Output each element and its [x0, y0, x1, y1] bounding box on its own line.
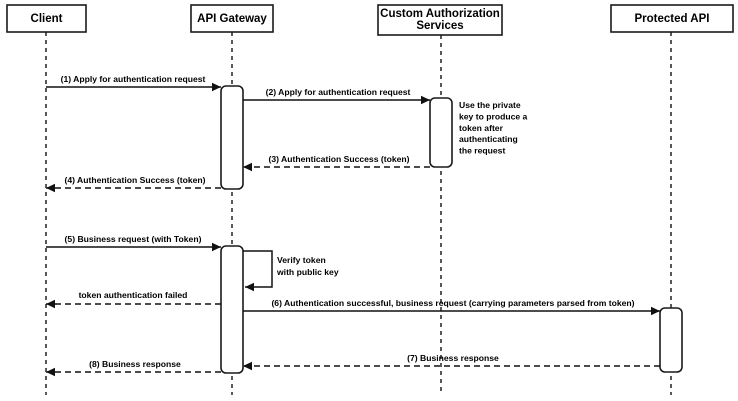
message-label-msg-4: (4) Authentication Success (token) — [64, 175, 205, 185]
message-msg-token-auth-failed[interactable]: token authentication failed — [46, 290, 221, 309]
message-label-msg-8: (8) Business response — [89, 359, 181, 369]
participant-label-custom-authorization-services-line2: Services — [416, 20, 463, 32]
message-label-msg-token-auth-failed: token authentication failed — [79, 290, 188, 300]
message-msg-6[interactable]: (6) Authentication successful, business … — [243, 298, 660, 316]
participant-box-custom-authorization-services — [377, 4, 503, 36]
message-label-msg-5: (5) Business request (with Token) — [65, 234, 202, 244]
messages-layer: (1) Apply for authentication request (2) … — [46, 74, 660, 377]
message-msg-1[interactable]: (1) Apply for authentication request — [46, 74, 221, 92]
activations-layer — [220, 85, 683, 374]
message-msg-7[interactable]: (7) Business response — [243, 353, 660, 371]
self-message-arrowhead-self-msg-verify-token — [245, 282, 254, 292]
self-message-self-msg-verify-token[interactable]: Verify token with public key — [243, 250, 339, 292]
participant-box-protected-api — [610, 4, 734, 33]
message-arrowhead-msg-3 — [243, 162, 252, 172]
message-msg-3[interactable]: (3) Authentication Success (token) — [243, 154, 430, 172]
self-message-label-line2: with public key — [276, 267, 339, 277]
message-arrowhead-msg-2 — [421, 95, 430, 105]
participant-label-custom-authorization-services-line1: Custom Authorization — [380, 8, 500, 20]
self-message-label-line1: Verify token — [277, 255, 326, 265]
message-msg-8[interactable]: (8) Business response — [46, 359, 221, 377]
note-line-3: token after — [459, 123, 504, 133]
message-msg-5[interactable]: (5) Business request (with Token) — [46, 234, 221, 252]
message-msg-4[interactable]: (4) Authentication Success (token) — [46, 175, 221, 193]
message-label-msg-7: (7) Business response — [407, 353, 499, 363]
message-arrowhead-msg-token-auth-failed — [46, 299, 55, 309]
message-arrowhead-msg-7 — [243, 361, 252, 371]
participant-client[interactable]: Client — [6, 4, 87, 33]
note-line-4: authenticating — [459, 134, 518, 144]
self-message-path-self-msg-verify-token — [243, 250, 273, 288]
participant-protected-api[interactable]: Protected API — [610, 4, 734, 33]
note-line-2: key to produce a — [459, 111, 528, 121]
note-line-1: Use the private — [459, 100, 521, 110]
self-messages-layer: Verify token with public key — [243, 250, 339, 292]
message-arrowhead-msg-8 — [46, 367, 55, 377]
participant-label-protected-api: Protected API — [635, 13, 710, 25]
message-arrowhead-msg-6 — [651, 306, 660, 316]
message-label-msg-6: (6) Authentication successful, business … — [271, 298, 634, 308]
activation-bar-custom-authorization-services — [429, 97, 453, 168]
activation-bar-protected-api — [659, 307, 683, 373]
participant-box-api-gateway — [190, 4, 274, 33]
lifelines-layer — [45, 32, 672, 395]
participants-layer: Client API Gateway Custom AuthorizationSer… — [6, 4, 734, 36]
activation-bar-api-gateway — [220, 85, 244, 190]
note-line-5: the request — [459, 146, 505, 156]
message-arrowhead-msg-4 — [46, 183, 55, 193]
message-label-msg-2: (2) Apply for authentication request — [266, 87, 411, 97]
participant-label-client: Client — [31, 13, 63, 25]
message-arrowhead-msg-1 — [212, 82, 221, 92]
message-msg-2[interactable]: (2) Apply for authentication request — [243, 87, 430, 105]
participant-api-gateway[interactable]: API Gateway — [190, 4, 274, 33]
participant-label-api-gateway: API Gateway — [197, 13, 267, 25]
participant-box-client — [6, 4, 87, 33]
message-label-msg-1: (1) Apply for authentication request — [61, 74, 206, 84]
message-arrowhead-msg-5 — [212, 242, 221, 252]
message-label-msg-3: (3) Authentication Success (token) — [268, 154, 409, 164]
activation-bar-api-gateway — [220, 245, 244, 374]
